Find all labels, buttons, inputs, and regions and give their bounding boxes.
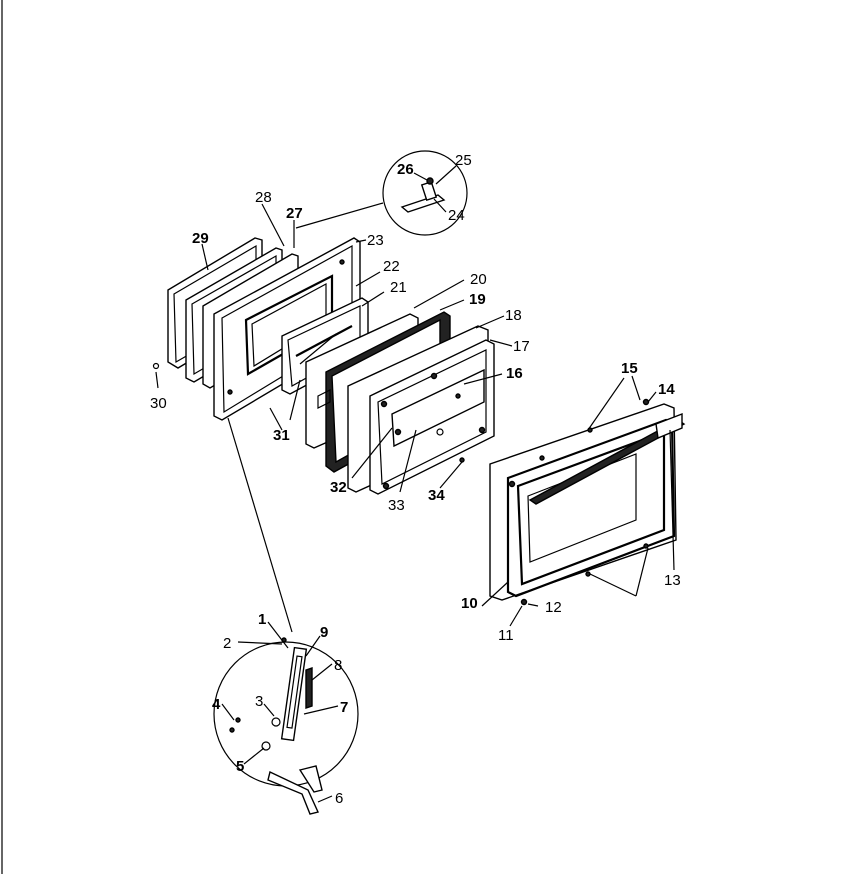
callout-4: 4 (212, 696, 221, 713)
callout-3: 3 (255, 693, 263, 710)
callout-5: 5 (236, 758, 244, 775)
callout-31: 31 (273, 427, 290, 444)
callout-10: 10 (461, 595, 478, 612)
callout-16: 16 (506, 365, 523, 382)
callout-28: 28 (255, 189, 272, 206)
callout-11: 11 (498, 627, 514, 644)
callout-21: 21 (390, 279, 407, 296)
callout-32: 32 (330, 479, 347, 496)
callout-20: 20 (470, 271, 487, 288)
callout-13: 13 (664, 572, 681, 589)
callout-labels: 26 25 24 28 27 29 23 22 21 20 19 18 17 1… (150, 152, 681, 807)
callout-25: 25 (455, 152, 472, 169)
bottom-hinge-detail (213, 637, 359, 815)
callout-24: 24 (448, 207, 465, 224)
callout-27: 27 (286, 205, 303, 222)
callout-6: 6 (335, 790, 343, 807)
callout-2: 2 (223, 635, 231, 652)
callout-19: 19 (469, 291, 486, 308)
callout-15: 15 (621, 360, 638, 377)
leader-lines (155, 203, 675, 803)
callout-12: 12 (545, 599, 562, 616)
callout-8: 8 (334, 657, 342, 674)
top-hinge-detail (295, 150, 468, 236)
callout-29: 29 (192, 230, 209, 247)
callout-23: 23 (367, 232, 384, 249)
callout-26: 26 (397, 161, 414, 178)
callout-33: 33 (388, 497, 405, 514)
front-door-frame (489, 398, 686, 606)
callout-7: 7 (340, 699, 348, 716)
callout-17: 17 (513, 338, 530, 355)
callout-9: 9 (320, 624, 328, 641)
callout-34: 34 (428, 487, 445, 504)
callout-18: 18 (505, 307, 522, 324)
inner-door-panels (152, 325, 495, 495)
callout-22: 22 (383, 258, 400, 275)
callout-30: 30 (150, 395, 167, 412)
hinge-leader (227, 417, 293, 633)
callout-14: 14 (658, 381, 675, 398)
callout-1: 1 (258, 611, 266, 628)
